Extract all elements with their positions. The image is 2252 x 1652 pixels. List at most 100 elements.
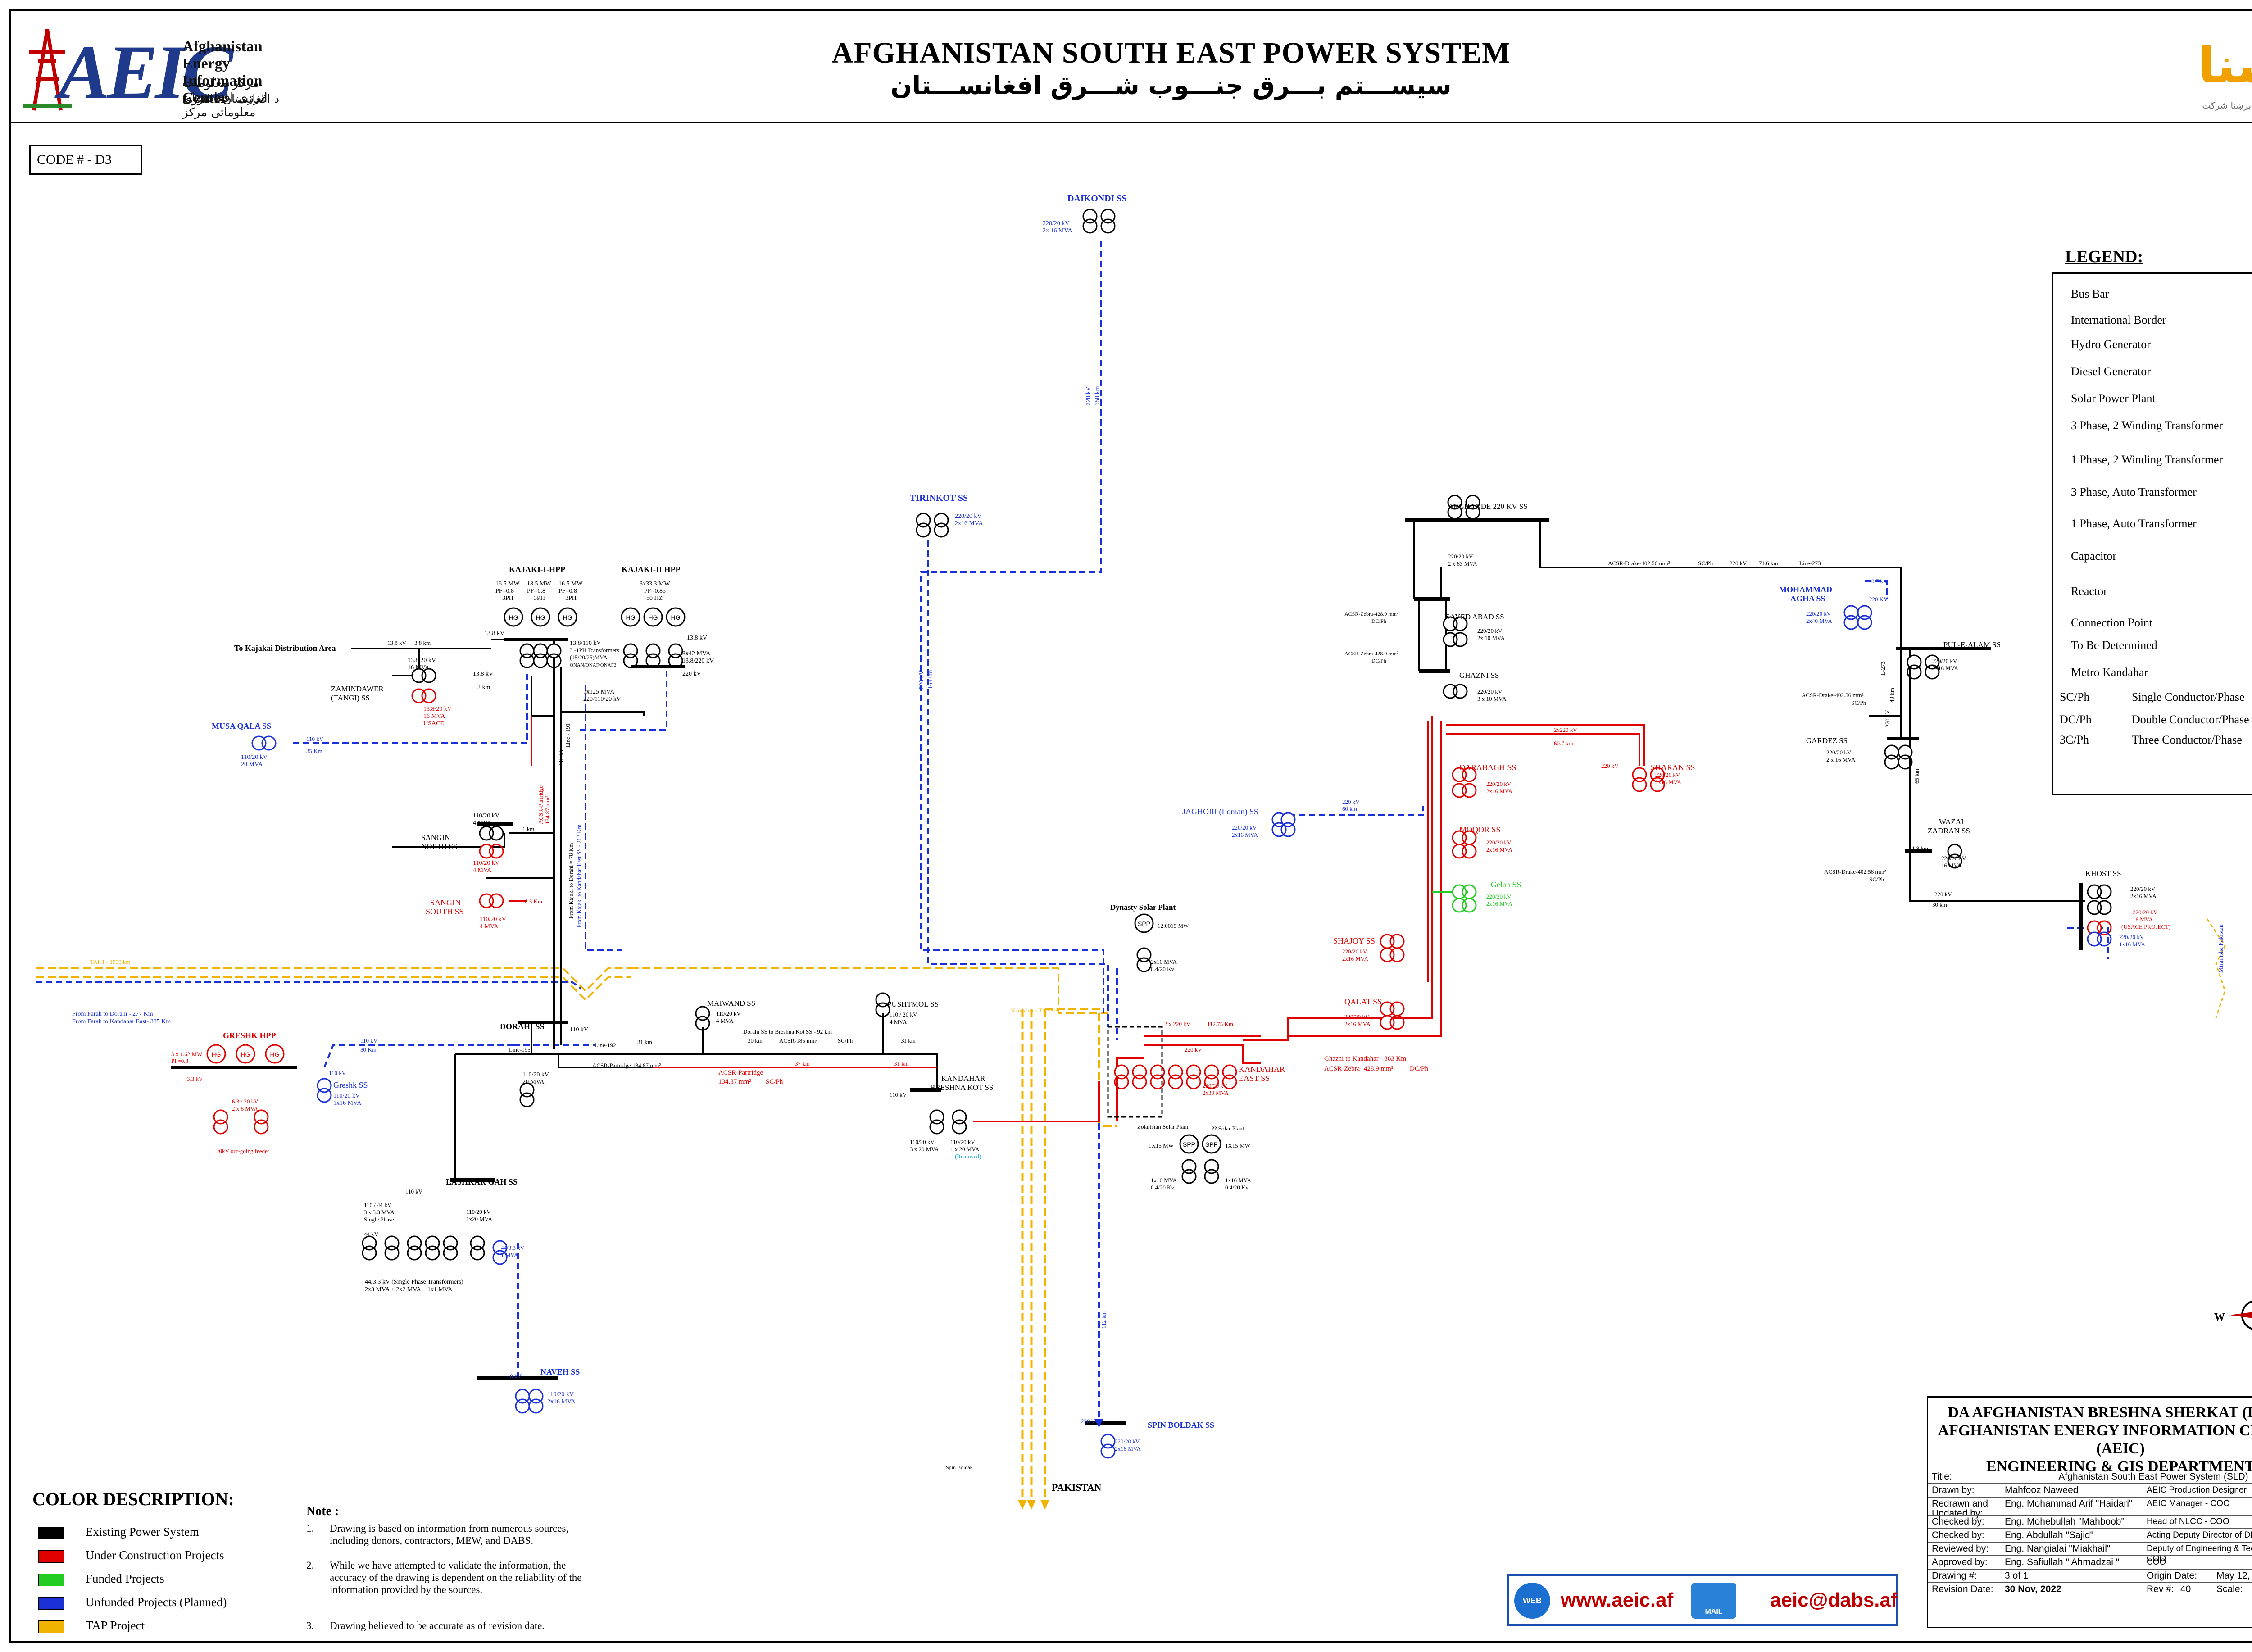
diagram-label: 44/3.3 kV (501, 1244, 525, 1251)
diagram-label: ACSR-Drake-402.56 mm² (1608, 560, 1670, 567)
page-title: AFGHANISTAN SOUTH EAST POWER SYSTEM (831, 36, 1511, 69)
diagram-label: 2x3 MVA + 2x2 MVA + 1x1 MVA (365, 1286, 453, 1293)
diagram-label: 1x16 MVA (1151, 1177, 1177, 1184)
diagram-label: 0.4/20 Kv (1225, 1184, 1249, 1191)
transformer-icon (213, 1109, 228, 1135)
title-block-value: Eng. Safiullah " Ahmadzai " (2005, 1557, 2120, 1567)
diagram-label: SHARAN SS (1651, 763, 1695, 772)
diagram-label: WAZAI (1939, 817, 1964, 826)
hydro-generator-icon: HG (643, 607, 663, 627)
transformer-winding (1632, 777, 1647, 792)
diagram-label: 20 MVA (241, 761, 263, 768)
diagram-label: NAVEH SS (540, 1367, 580, 1376)
diagram-label: 110/20 kV (241, 754, 268, 761)
website-link[interactable]: www.aeic.af (1561, 1589, 1674, 1611)
diagram-label: PF=0.8 (558, 588, 577, 595)
power-line (1865, 580, 1888, 599)
diagram-label: ACSR-Drake-402.56 mm² (1802, 692, 1864, 699)
title-block: DA AFGHANISTAN BRESHNA SHERKAT (DABS) AF… (1927, 1396, 2252, 1628)
transformer-icon (1380, 1015, 1405, 1030)
transformer-winding (1898, 754, 1913, 770)
diagram-label: 3 x 20 MVA (910, 1146, 939, 1153)
legend-abbrev-code: SC/Ph (2060, 690, 2090, 703)
transformer-winding (1925, 664, 1940, 680)
transformer-winding (213, 1119, 228, 1135)
diagram-label: 1x16 MVA (2119, 941, 2146, 948)
diagram-label: 220 kV (1342, 799, 1360, 805)
diagram-label: ZADRAN SS (1928, 826, 1970, 835)
diagram-label: 65 km (1913, 769, 1920, 784)
transformer-icon (1443, 616, 1468, 631)
generator-circle (621, 607, 640, 627)
legend-item: 1 Phase, 2 Winding Transformer (2071, 453, 2223, 466)
diagram-label: SHAJOY SS (1333, 936, 1375, 945)
transformer-winding (916, 522, 931, 538)
drawing-frame (9, 9, 2252, 1643)
generator-circle (206, 1044, 226, 1064)
diagram-label: SC/Ph (1869, 876, 1884, 883)
transformer-winding (317, 1088, 332, 1103)
power-line (1909, 739, 2085, 902)
diagram-label: 110/20 kV (333, 1093, 360, 1099)
diagram-label: ARGHANDE 220 KV SS (1448, 502, 1528, 511)
transformer-icon (1186, 1064, 1201, 1089)
international-border (2206, 918, 2226, 1018)
diagram-label: 110 / 20 kV (890, 1011, 917, 1018)
diagram-label: From Farah to Kandahar East- 385 Km (72, 1018, 171, 1025)
power-line (1144, 1044, 1261, 1064)
transformer-winding (1447, 504, 1462, 520)
diagram-label: 220/20 kV (1941, 855, 1966, 862)
diagram-label: DC/Ph (1410, 1065, 1428, 1072)
diagram-label: NORTH SS (421, 842, 458, 851)
generator-label: HG (241, 1051, 250, 1058)
diagram-label: 220/20 kV (1232, 824, 1257, 831)
diagram-label: SPIN BOLDAK SS (1148, 1421, 1214, 1430)
diagram-label: TAP 1 - 1990 km (90, 958, 130, 965)
diagram-label: 3PH (534, 595, 545, 602)
generator-label: HG (671, 614, 681, 621)
hydro-generator-icon: HG (504, 607, 523, 627)
diagram-label: MOHAMMAD (1779, 585, 1832, 594)
title-block-value: Eng. Nangialai "Miakhail" (2005, 1543, 2111, 1554)
generator-label: HG (212, 1051, 221, 1058)
diagram-label: 220/20 kV (1448, 553, 1473, 560)
diagram-label: 2 x 220 kV (1164, 1021, 1191, 1027)
diagram-label: 2x16 MVA (1342, 955, 1369, 962)
transformer-winding (695, 1016, 710, 1031)
transformer-icon (2087, 931, 2112, 947)
diagram-label: 16.5 MW (558, 581, 583, 587)
diagram-label: 2x 10 MVA (1477, 635, 1505, 641)
color-label: Unfunded Projects (Planned) (86, 1595, 227, 1609)
legend-item: 1 Phase, Auto Transformer (2071, 517, 2197, 530)
diagram-label: 2x16 MVA (1655, 779, 1682, 785)
transformer-icon (519, 643, 535, 668)
breshna-subtitle: د افغانستان برښنا شرکت (2202, 100, 2252, 111)
color-swatch (38, 1574, 64, 1586)
generator-circle (558, 607, 577, 627)
power-line (973, 1081, 1100, 1122)
diagram-label: ACSR-Partridge (537, 785, 544, 824)
diagram-label: 1x125 MVA (583, 689, 615, 695)
diagram-label: MUSA QALA SS (212, 722, 271, 731)
diagram-label: From Kajaki to Kandahar East SS - 213 Km (576, 824, 582, 928)
diagram-label: PUSHTMOL SS (887, 1000, 939, 1008)
transformer-winding (254, 1119, 269, 1135)
diagram-label: From Kajaki to Dorahi = 78 Km (568, 843, 574, 919)
power-line (1243, 716, 1433, 1041)
diagram-label: 2x16 MVA (955, 520, 983, 527)
transformer-winding (952, 1119, 967, 1135)
legend-abbrev-label: Three Conductor/Phase (2132, 733, 2242, 746)
transformer-icon (1447, 495, 1462, 520)
diagram-label: PF=0.8 (495, 588, 514, 595)
legend-abbrev-code: DC/Ph (2060, 713, 2092, 726)
email-link[interactable]: aeic@dabs.af (1770, 1589, 1898, 1611)
transformer-icon (1925, 654, 1940, 680)
transformer-winding (407, 1245, 422, 1261)
diagram-label: 110 kV (405, 1188, 423, 1195)
diagram-label: KAJAKI-I-HPP (509, 565, 565, 574)
logo-wordmark: AEIC (59, 30, 233, 114)
transformer-winding (546, 653, 562, 668)
diagram-label: 12.0015 MW (1158, 922, 1189, 929)
diagram-label: 220/110/20 kV (583, 696, 621, 703)
power-line (1279, 806, 1424, 816)
